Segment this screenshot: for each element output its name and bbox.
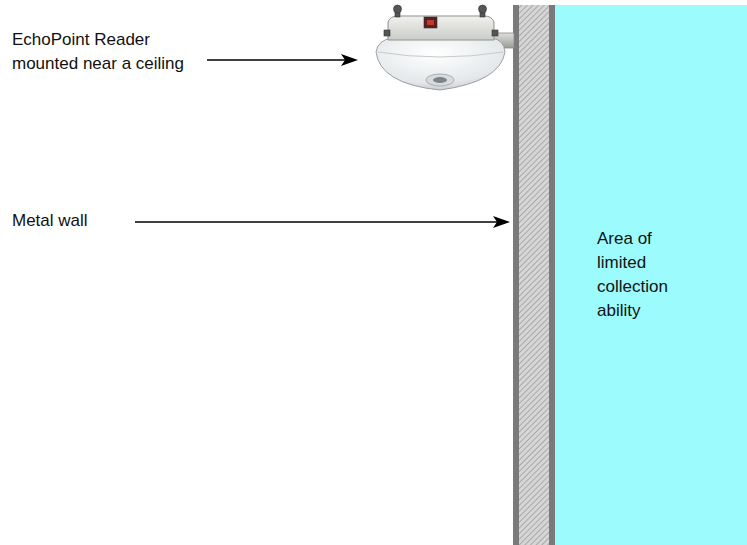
region-area: Area of limited collection ability — [555, 5, 747, 545]
callout-label: EchoPoint Reader mounted near a ceiling — [12, 28, 194, 76]
reader-device — [376, 5, 514, 90]
leader-arrow — [135, 216, 510, 228]
leader-arrow — [207, 54, 358, 66]
metal-wall — [513, 5, 555, 545]
region-label: Area of limited collection ability — [597, 227, 701, 323]
callout-label: Metal wall — [12, 209, 130, 233]
